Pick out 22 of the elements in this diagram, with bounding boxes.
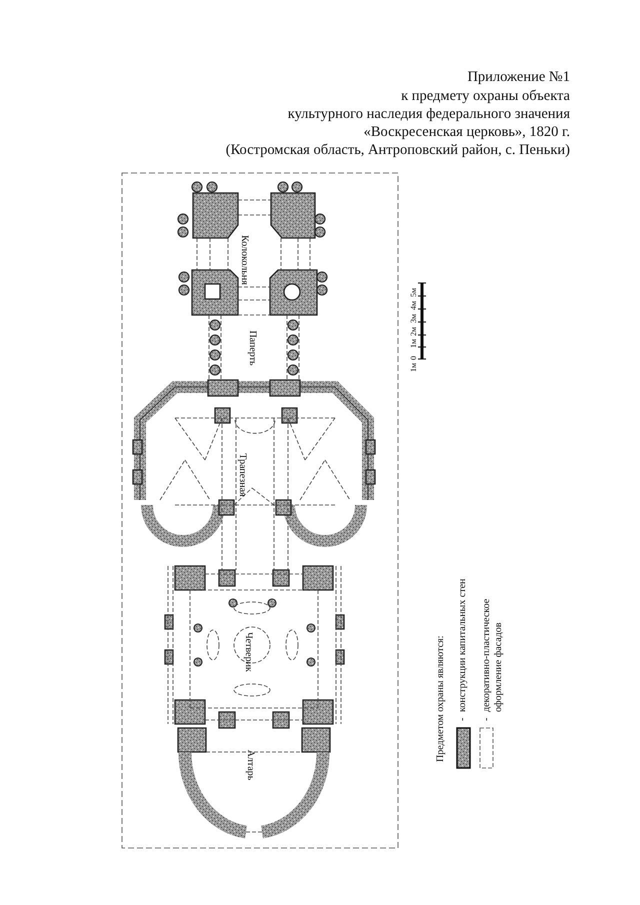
scale-label: 4м — [410, 300, 418, 310]
legend-text: конструкции капитальных стен — [458, 578, 468, 712]
title: Приложение №1 — [467, 70, 570, 84]
legend-text: декоративно-пластическое оформление фасадов — [481, 598, 504, 712]
scale-label: 3м — [410, 314, 418, 323]
legend-dash: - — [482, 718, 492, 721]
room-label: Четверик — [243, 632, 253, 672]
room-label: Алтарь — [245, 750, 255, 780]
scale-label: 1м — [410, 338, 418, 348]
scale-label: 1м — [410, 362, 418, 372]
scale-label: 2м — [410, 326, 418, 336]
room-label: Колокольня — [239, 235, 249, 285]
heading-line: (Костромская область, Антроповский район, с. Пеньки) — [226, 143, 570, 158]
scale-label: 0 — [410, 356, 418, 360]
room-label: Трапезная — [237, 453, 247, 497]
heading-line: культурного наследия федерального значения — [288, 107, 570, 122]
heading-line: к предмету охраны объекта — [401, 89, 570, 104]
room-label: Паперть — [247, 330, 257, 366]
legend-heading: Предметом охраны являются: — [436, 636, 446, 762]
scale-label: 5м — [410, 288, 418, 297]
legend-dash: - — [458, 718, 468, 721]
heading-line: «Воскресенская церковь», 1820 г. — [364, 125, 570, 140]
